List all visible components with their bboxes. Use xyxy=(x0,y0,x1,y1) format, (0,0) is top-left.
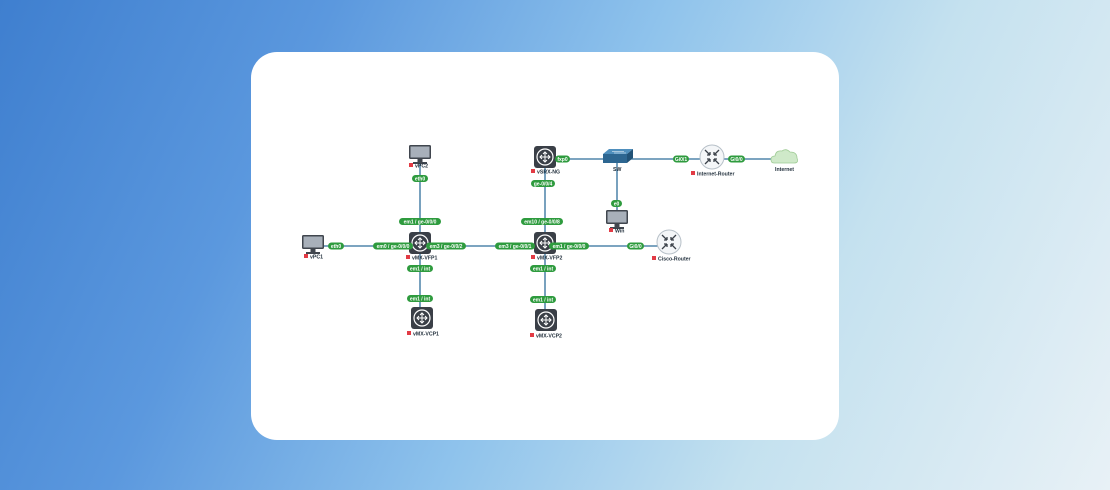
switch-icon xyxy=(603,149,633,163)
status-indicator xyxy=(409,163,413,167)
juniper-router-icon xyxy=(410,306,434,330)
port-label: e0 xyxy=(614,201,620,207)
cloud-icon xyxy=(770,149,798,164)
pc-icon xyxy=(409,145,431,164)
status-indicator xyxy=(609,228,613,232)
node-sw[interactable]: SW xyxy=(603,149,633,173)
port-vpc1-eth0: eth0 xyxy=(328,242,344,250)
node-vmx-vcp1[interactable]: vMX-VCP1 xyxy=(407,306,439,338)
port-label: em1 / int xyxy=(410,266,431,272)
port-sw-right: Gi0/1 xyxy=(673,155,689,163)
port-vpc2-eth0: eth0 xyxy=(412,175,428,182)
node-label: vSRX-NG xyxy=(537,170,560,176)
port-vfp1-top: em1 / ge-0/0/0 xyxy=(399,218,441,225)
port-vfp2-bottom: em1 / int xyxy=(530,265,556,272)
port-vsrx-bottom: ge-0/0/4 xyxy=(531,180,555,187)
status-indicator xyxy=(407,331,411,335)
pc-icon xyxy=(606,210,628,229)
node-label: Cisco-Router xyxy=(658,257,691,263)
port-internet-router-right: Gi0/0 xyxy=(728,155,745,163)
node-vpc2[interactable]: vPC2 xyxy=(409,145,431,170)
node-label: Win xyxy=(615,229,624,235)
port-label: ge-0/0/4 xyxy=(534,181,553,187)
port-label: Gi0/1 xyxy=(675,157,687,163)
port-vfp2-left: em3 / ge-0/0/1 xyxy=(495,242,535,250)
port-label: em10 / ge-0/0/8 xyxy=(524,219,560,225)
node-label: vMX-VCP2 xyxy=(536,334,562,340)
port-label: em1 / int xyxy=(533,266,554,272)
node-vsrx-ng[interactable]: vSRX-NG xyxy=(531,145,560,176)
port-vcp2-top: em1 / int xyxy=(530,296,556,303)
port-win-top: e0 xyxy=(611,200,622,207)
status-indicator xyxy=(531,169,535,173)
juniper-router-icon xyxy=(534,308,558,332)
port-vfp2-right: em1 / ge-0/0/0 xyxy=(549,242,589,250)
node-vpc1[interactable]: vPC1 xyxy=(302,235,324,261)
status-indicator xyxy=(530,333,534,337)
status-indicator xyxy=(652,256,656,260)
status-indicator xyxy=(304,254,308,258)
port-label: em1 / int xyxy=(533,297,554,303)
port-label: eth0 xyxy=(415,176,426,182)
port-vfp1-bottom: em1 / int xyxy=(407,265,433,272)
node-vmx-vfp1[interactable]: vMX-VFP1 xyxy=(406,231,437,262)
node-win[interactable]: Win xyxy=(606,210,628,235)
node-label: vPC1 xyxy=(310,255,323,261)
node-label: SW xyxy=(613,167,621,173)
node-vmx-vcp2[interactable]: vMX-VCP2 xyxy=(530,308,562,340)
status-indicator xyxy=(531,255,535,259)
port-vsrx-right: fxp0 xyxy=(555,155,570,163)
node-label: Internet-Router xyxy=(697,172,734,178)
port-vfp1-left: em0 / ge-0/0/0 xyxy=(373,242,413,250)
router-icon xyxy=(699,144,725,170)
port-label: em1 / ge-0/0/0 xyxy=(404,219,437,225)
node-internet[interactable]: Internet xyxy=(770,149,798,173)
router-icon xyxy=(656,229,682,255)
port-vcp1-top: em1 / int xyxy=(407,295,433,302)
port-label: em3 / ge-0/0/1 xyxy=(499,244,532,250)
status-indicator xyxy=(406,255,410,259)
port-label: em1 / ge-0/0/0 xyxy=(553,244,586,250)
port-label: fxp0 xyxy=(557,157,568,163)
node-label: vMX-VFP1 xyxy=(412,256,437,262)
node-cisco-router[interactable]: Cisco-Router xyxy=(652,229,691,263)
status-indicator xyxy=(691,171,695,175)
port-label: em3 / ge-0/0/2 xyxy=(430,244,463,250)
node-label: vMX-VCP1 xyxy=(413,332,439,338)
node-label: vMX-VFP2 xyxy=(537,256,562,262)
port-label: em0 / ge-0/0/0 xyxy=(377,244,410,250)
port-vfp1-right: em3 / ge-0/0/2 xyxy=(426,242,466,250)
pc-icon xyxy=(302,235,324,254)
node-label: Internet xyxy=(775,167,794,173)
port-vfp2-top: em10 / ge-0/0/8 xyxy=(521,218,563,225)
port-label: Gi0/0 xyxy=(629,244,641,250)
juniper-router-icon xyxy=(533,145,557,169)
port-label: em1 / int xyxy=(410,296,431,302)
node-vmx-vfp2[interactable]: vMX-VFP2 xyxy=(531,231,562,262)
port-label: Gi0/0 xyxy=(730,157,742,163)
port-label: eth0 xyxy=(331,244,342,250)
node-label: vPC2 xyxy=(415,164,428,170)
port-cisco-left: Gi0/0 xyxy=(627,242,644,250)
node-internet-router[interactable]: Internet-Router xyxy=(691,144,734,178)
